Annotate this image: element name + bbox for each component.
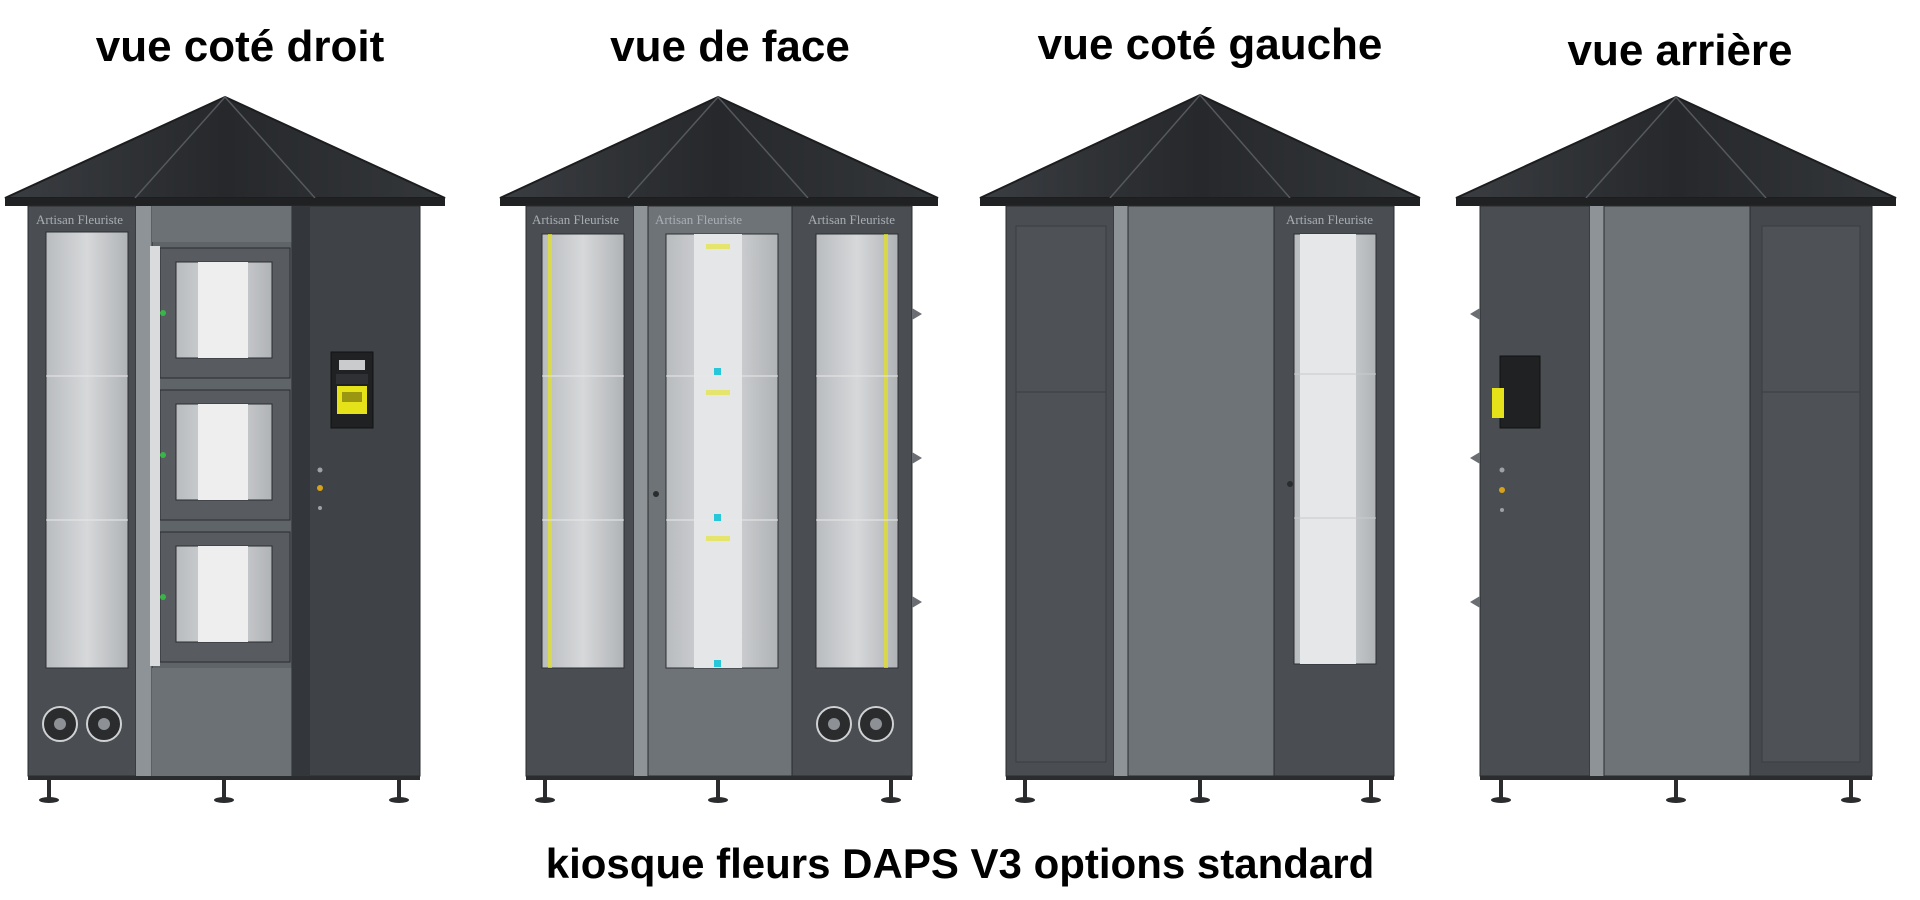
lock-icon bbox=[1499, 487, 1505, 493]
locker-door bbox=[159, 531, 291, 663]
view-title-front: vue de face bbox=[610, 22, 850, 71]
roof-ridge bbox=[627, 95, 809, 199]
view-title-left-side: vue coté gauche bbox=[1037, 20, 1383, 69]
roof-ridge bbox=[1109, 93, 1291, 199]
locker-door bbox=[159, 247, 291, 379]
side-panel-center bbox=[1127, 205, 1275, 777]
back-panel-center bbox=[1603, 205, 1751, 777]
sensor-icon bbox=[714, 514, 721, 521]
door-handle-icon bbox=[1287, 481, 1293, 487]
status-led-icon bbox=[160, 452, 166, 458]
locker-door bbox=[159, 389, 291, 521]
kiosk-back-view bbox=[1455, 95, 1897, 803]
pillar bbox=[136, 206, 152, 776]
kiosk-right-side-view: Artisan Fleuriste bbox=[4, 95, 446, 803]
roof bbox=[4, 95, 446, 199]
card-reader-icon bbox=[1492, 388, 1504, 418]
kiosk-feet bbox=[535, 780, 901, 803]
kiosk-front-view: Artisan Fleuriste Artisan Fleuriste Arti… bbox=[499, 95, 939, 803]
brand-label: Artisan Fleuriste bbox=[808, 212, 895, 227]
brand-label: Artisan Fleuriste bbox=[532, 212, 619, 227]
payment-terminal bbox=[1499, 355, 1541, 429]
body-panel-right bbox=[291, 205, 421, 777]
lock-icon bbox=[317, 485, 323, 491]
kiosk-feet bbox=[39, 780, 409, 803]
status-led-icon bbox=[160, 594, 166, 600]
roof bbox=[1455, 95, 1897, 199]
body-panel-left bbox=[1479, 205, 1591, 777]
roof bbox=[499, 95, 939, 199]
door-handle-icon bbox=[653, 491, 659, 497]
glass-door-left bbox=[541, 233, 625, 669]
view-title-right-side: vue coté droit bbox=[95, 22, 385, 71]
sensor-icon bbox=[714, 660, 721, 667]
glass-door-left bbox=[45, 231, 129, 669]
status-led-icon bbox=[160, 310, 166, 316]
kiosk-feet bbox=[1015, 780, 1381, 803]
kiosk-left-side-view: Artisan Fleuriste bbox=[979, 93, 1421, 803]
view-title-back: vue arrière bbox=[1567, 26, 1793, 75]
roof-eave bbox=[5, 198, 445, 206]
kiosk-feet bbox=[1491, 780, 1861, 803]
roof-ridge bbox=[1585, 95, 1767, 199]
roof-ridge bbox=[134, 95, 316, 199]
brand-label: Artisan Fleuriste bbox=[655, 212, 742, 227]
figure-caption: kiosque fleurs DAPS V3 options standard bbox=[545, 840, 1375, 887]
sensor-icon bbox=[714, 368, 721, 375]
brand-label: Artisan Fleuriste bbox=[1286, 212, 1373, 227]
roof bbox=[979, 93, 1421, 199]
brand-label: Artisan Fleuriste bbox=[36, 212, 123, 227]
